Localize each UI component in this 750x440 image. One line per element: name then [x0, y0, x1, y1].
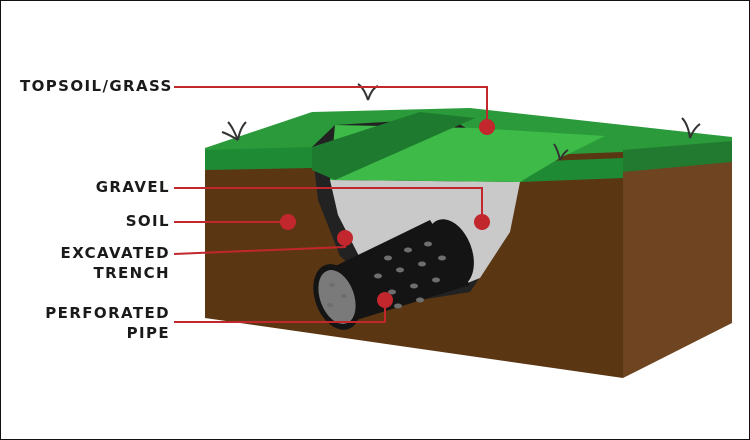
- marker-pipe: [377, 292, 393, 308]
- soil-side-face: [623, 143, 732, 378]
- label-pipe-line2: PIPE: [126, 324, 170, 342]
- perforated-pipe: [313, 219, 474, 330]
- leader-gravel: [174, 187, 483, 220]
- grass-side-edge: [623, 141, 732, 172]
- marker-trench: [337, 230, 353, 246]
- grass-front-edge-left: [205, 147, 312, 170]
- label-soil: SOIL: [125, 212, 170, 230]
- marker-soil: [280, 214, 296, 230]
- label-pipe-line1: PERFORATED: [45, 304, 170, 322]
- grass-band: [312, 112, 475, 180]
- label-trench-line2: TRENCH: [93, 264, 170, 282]
- marker-gravel: [474, 214, 490, 230]
- grass-tuft-icon: [221, 83, 701, 161]
- leader-topsoil: [174, 86, 488, 127]
- marker-topsoil: [479, 119, 495, 135]
- label-gravel: GRAVEL: [95, 178, 170, 196]
- label-trench-line1: EXCAVATED: [60, 244, 170, 262]
- label-topsoil: TOPSOIL/GRASS: [20, 77, 173, 95]
